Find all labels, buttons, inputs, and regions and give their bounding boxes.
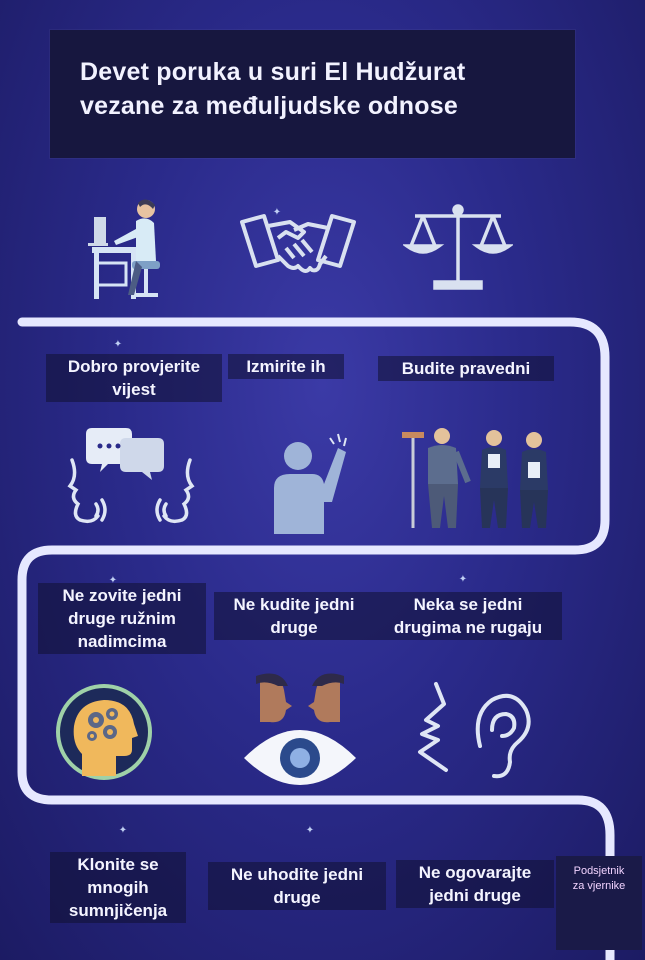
footer-line-1: Podsjetnik [573, 865, 625, 877]
star-decoration: ✦ [272, 207, 282, 218]
person-at-computer-icon [88, 199, 160, 299]
title-line-2: vezane za međuljudske odnose [80, 92, 458, 120]
label-reconcile: Izmirite ih [228, 354, 344, 379]
footer-line-2: za vjernike [572, 880, 626, 892]
workers-group-icon [402, 428, 548, 528]
speech-bubbles-faces-icon [67, 428, 195, 524]
footer-note: Podsjetnik za vjernike [556, 856, 642, 950]
eye-with-faces-icon [244, 673, 356, 785]
person-pointing-icon [274, 433, 347, 534]
title-line-1: Devet poruka u suri El Hudžurat [80, 58, 466, 86]
star-decoration: ✦ [458, 574, 468, 585]
scales-icon [403, 204, 513, 290]
head-with-gears-icon [56, 684, 152, 780]
star-decoration: ✦ [108, 575, 118, 586]
star-decoration: ✦ [118, 825, 128, 836]
star-decoration: ✦ [305, 825, 315, 836]
handshake-icon [240, 214, 356, 273]
title-box: Devet poruka u suri El Hudžurat vezane z… [50, 30, 575, 158]
label-be-just: Budite pravedni [378, 356, 554, 381]
mouth-and-ear-icon [418, 682, 531, 779]
star-decoration: ✦ [113, 339, 123, 350]
